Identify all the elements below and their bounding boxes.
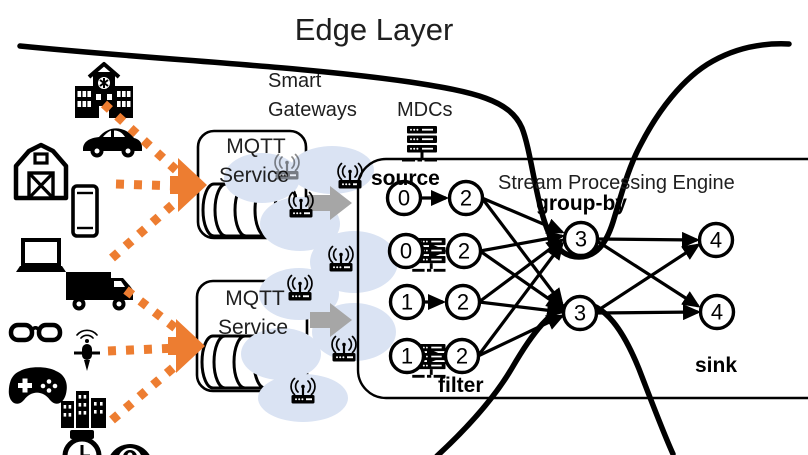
node-label: 0	[400, 239, 412, 264]
node-label: 2	[458, 239, 470, 264]
truck-icon	[66, 272, 133, 311]
group-by-stage-label: group-by	[536, 192, 627, 215]
source-node	[385, 179, 423, 217]
server-rack-icon	[402, 126, 437, 162]
filter-stage-label: filter	[438, 374, 484, 397]
dataflow-nodes: 0 0 1 1 2 2 2 2 3 3 4 4	[385, 179, 736, 375]
node-label: 4	[711, 300, 723, 325]
node-label: 3	[574, 301, 586, 326]
mqtt-bottom-label-line1: MQTT	[225, 287, 285, 310]
node-label: 1	[401, 290, 413, 315]
stream-processing-engine-box	[356, 157, 808, 400]
flow-arrow-top	[308, 186, 352, 220]
source-node	[388, 337, 426, 375]
node-label: 2	[457, 290, 469, 315]
stream-processing-engine-label: Stream Processing Engine	[498, 172, 735, 194]
iot-devices	[8, 62, 150, 455]
smartphone-icon	[71, 184, 99, 238]
node-label: 1	[401, 344, 413, 369]
source-node	[388, 283, 426, 321]
mqtt-top-label-line1: MQTT	[226, 135, 286, 158]
smart-gateways-label-line1: Smart	[268, 70, 322, 92]
node-label: 2	[460, 186, 472, 211]
laptop-icon	[16, 238, 66, 272]
node-label: 4	[710, 228, 722, 253]
node-label: 0	[398, 186, 410, 211]
mqtt-bottom-label-line2: Service	[218, 316, 288, 339]
iot-sensor-icon	[74, 329, 100, 371]
smart-speaker-icon	[110, 444, 150, 455]
page-title: Edge Layer	[295, 12, 454, 47]
device-to-broker-arrows	[100, 100, 207, 424]
barn-icon	[13, 142, 69, 201]
smart-gateways-label-line2: Gateways	[268, 99, 357, 121]
source-stage-label: source	[371, 167, 440, 190]
filter-node	[447, 179, 485, 217]
node-label: 3	[575, 227, 587, 252]
flow-arrow-bottom	[310, 303, 352, 337]
car-icon	[83, 128, 142, 158]
mdcs-label: MDCs	[397, 99, 453, 121]
mqtt-top-label-line2: Service	[219, 164, 289, 187]
sink-node	[697, 221, 735, 259]
group-by-node	[562, 220, 600, 258]
dataflow-edges	[420, 190, 701, 364]
game-controller-icon	[8, 367, 67, 404]
city-buildings-icon	[61, 391, 106, 428]
source-node	[387, 232, 425, 270]
glasses-icon	[8, 322, 63, 343]
filter-node	[444, 283, 482, 321]
smartwatch-icon	[62, 430, 102, 455]
node-label: 2	[456, 344, 468, 369]
filter-node	[445, 232, 483, 270]
filter-node	[443, 337, 481, 375]
sink-node	[698, 293, 736, 331]
orange-arrowhead-top	[170, 158, 207, 212]
group-by-node	[561, 294, 599, 332]
sink-stage-label: sink	[695, 354, 737, 377]
orange-arrowhead-bottom	[168, 319, 205, 373]
